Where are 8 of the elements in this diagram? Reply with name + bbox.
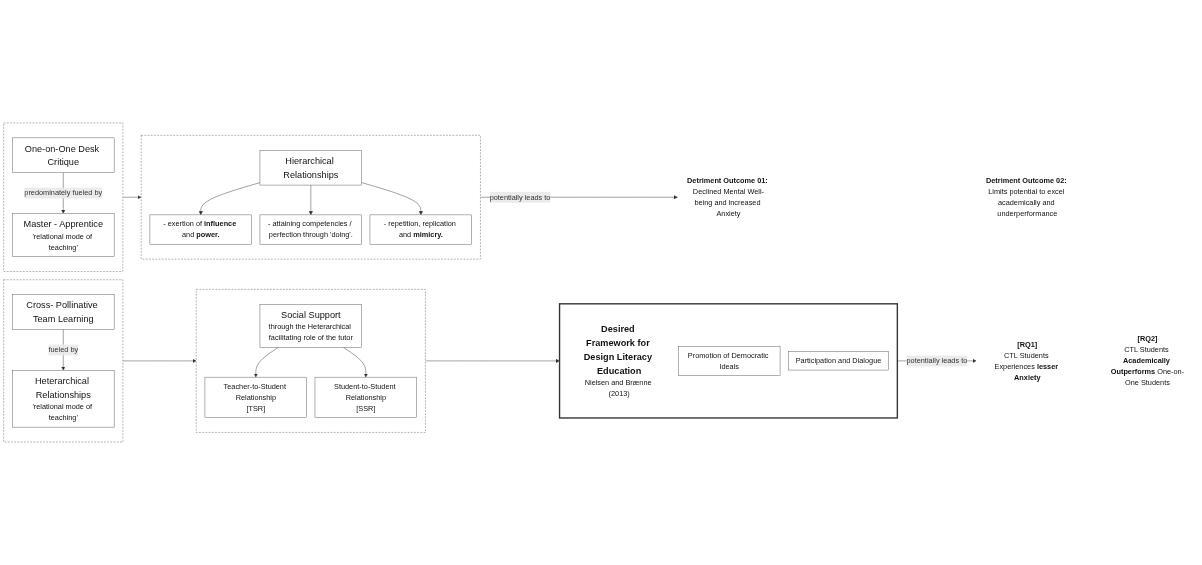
cluster [3,279,124,443]
node-box: Cross- Pollinative Team Learning [12,294,115,330]
cluster [196,289,426,433]
node-box: Hierarchical Relationships [259,150,362,186]
cluster [558,303,899,419]
cluster [3,122,124,272]
node-box: One-on-One Desk Critique [12,137,115,173]
cluster [140,135,481,260]
